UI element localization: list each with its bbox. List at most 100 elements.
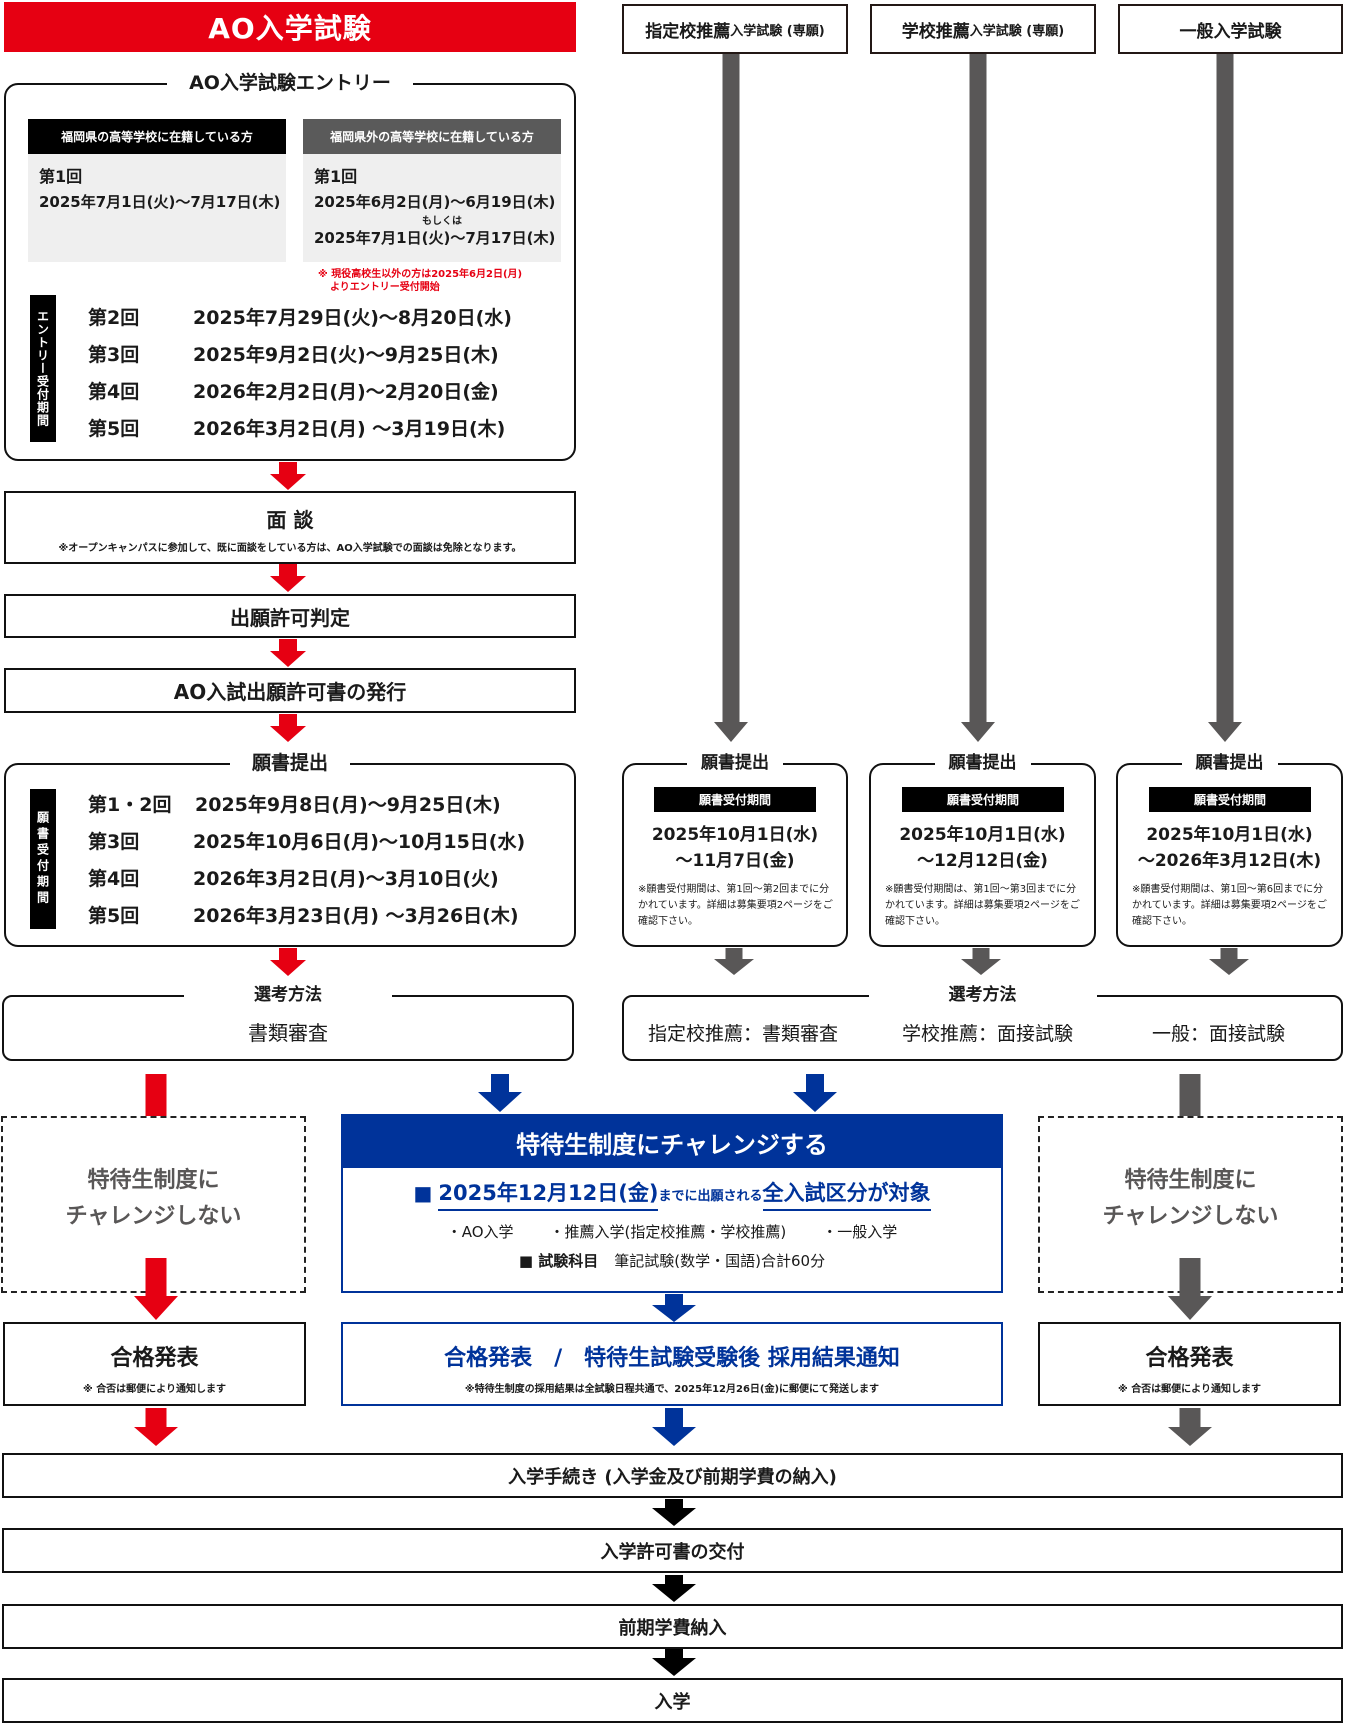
fukuoka-in-round: 第1回 <box>39 167 83 186</box>
final-step-enrollment-procedure: 入学手続き (入学金及び前期学費の納入) <box>2 1453 1343 1498</box>
fukuoka-in-header: 福岡県の高等学校に在籍している方 <box>28 119 286 154</box>
ao-entry-panel: AO入学試験エントリー 福岡県の高等学校に在籍している方 第1回 2025年7月… <box>4 69 576 461</box>
gray-arrow-down <box>1208 54 1242 742</box>
ao-entry-label: AO入学試験エントリー <box>167 69 413 97</box>
school-recommend-header: 学校推薦入学試験 (専願) <box>870 4 1096 54</box>
black-arrow-down <box>652 1649 696 1677</box>
challenge-title: 特待生制度にチャレンジする <box>343 1116 1001 1168</box>
designated-application-note: ※願書受付期間は、第1回～第2回までに分かれています。詳細は募集要項2ページをご… <box>638 884 833 927</box>
red-arrow-down <box>134 1258 178 1320</box>
application-round-row: 第3回 2025年10月6日(月)～10月15日(水) <box>88 827 525 854</box>
application-round-name: 第4回 <box>88 868 140 890</box>
result-title-left: 合格発表 <box>110 1346 199 1371</box>
blue-arrow-down <box>652 1408 696 1448</box>
blue-arrow-down <box>793 1074 837 1114</box>
general-application-label-wrap: 願書提出 <box>1118 749 1341 777</box>
challenge-deadline-row: ■ 2025年12月12日(金) までに出願される 全入試区分が対象 <box>343 1177 1001 1211</box>
school-date-line2: ～12月12日(金) <box>917 851 1048 871</box>
ao-application-panel: 願書提出 願書受付期間 第1・2回 2025年9月8日(月)～9月25日(木) … <box>4 749 576 947</box>
gray-arrow-down <box>961 54 995 742</box>
entry-round-row: 第4回 2026年2月2日(月)～2月20日(金) <box>88 377 499 404</box>
general-exam-header: 一般入学試験 <box>1118 4 1343 54</box>
final-step-enrollment: 入学 <box>2 1678 1343 1723</box>
application-round-row: 第5回 2026年3月23日(月) ～3月26日(木) <box>88 901 519 928</box>
general-date-line2: ～2026年3月12日(木) <box>1137 851 1322 871</box>
ao-exam-title: AO入学試験 <box>4 2 576 52</box>
entry-round-dates: 2026年2月2日(月)～2月20日(金) <box>193 381 499 403</box>
challenge-category: ・AO入学 <box>446 1223 514 1241</box>
fukuoka-out-card: 福岡県外の高等学校に在籍している方 第1回 2025年6月2日(月)～6月19日… <box>303 119 561 262</box>
right-selection-label-wrap: 選考方法 <box>624 981 1341 1009</box>
designated-application-label: 願書提出 <box>687 749 783 777</box>
entry-round-row: 第5回 2026年3月2日(月) ～3月19日(木) <box>88 414 505 441</box>
final-step-text: 前期学費納入 <box>618 1617 727 1639</box>
entry-round-row: 第2回 2025年7月29日(火)～8月20日(水) <box>88 303 512 330</box>
application-period-label: 願書受付期間 <box>30 789 56 929</box>
general-date-line1: 2025年10月1日(水) <box>1146 825 1313 845</box>
no-challenge-line1: 特待生制度に <box>1124 1167 1257 1193</box>
designated-application-panel: 願書提出 願書受付期間 2025年10月1日(水) ～11月7日(金) ※願書受… <box>622 749 848 947</box>
result-title-right: 合格発表 <box>1145 1346 1234 1371</box>
ao-selection-label: 選考方法 <box>184 981 392 1009</box>
entry-note: ※ 現役高校生以外の方は2025年6月2日(月) よりエントリー受付開始 <box>318 268 522 294</box>
result-box-right: 合格発表 ※ 合否は郵便により通知します <box>1038 1322 1341 1406</box>
application-round-name: 第1・2回 <box>88 794 172 816</box>
black-arrow-down <box>652 1575 696 1603</box>
ao-selection-label-wrap: 選考方法 <box>4 981 572 1009</box>
right-selection-panel: 選考方法 指定校推薦：書類審査 学校推薦：面接試験 一般：面接試験 <box>622 981 1343 1061</box>
red-arrow-down <box>270 714 306 742</box>
general-exam-title: 一般入学試験 <box>1179 21 1282 42</box>
gray-arrow-down <box>714 54 748 742</box>
designated-school-subtitle: 入学試験 (専願) <box>730 23 825 39</box>
fukuoka-out-dates-a: 2025年6月2日(月)～6月19日(木) <box>314 193 556 211</box>
gray-arrow-down <box>1168 1408 1212 1448</box>
fukuoka-out-round: 第1回 <box>314 167 358 186</box>
red-arrow-down <box>270 564 306 592</box>
final-step-text: 入学 <box>654 1691 691 1713</box>
fukuoka-in-card: 福岡県の高等学校に在籍している方 第1回 2025年7月1日(火)～7月17日(… <box>28 119 286 262</box>
challenge-deadline: 2025年12月12日(金) <box>438 1177 659 1211</box>
red-arrow-down <box>270 639 306 667</box>
final-step-text: 入学許可書の交付 <box>600 1541 745 1563</box>
result-title-center: 合格発表 / 特待生試験受験後 採用結果通知 <box>444 1346 900 1371</box>
school-recommend-title: 学校推薦 <box>901 21 970 42</box>
final-step-text: 入学手続き (入学金及び前期学費の納入) <box>508 1466 837 1488</box>
school-application-label: 願書提出 <box>934 749 1031 777</box>
gray-arrow-down <box>961 948 1001 976</box>
application-round-row: 第4回 2026年3月2日(月)～3月10日(火) <box>88 864 499 891</box>
result-note-left: ※ 合否は郵便により通知します <box>82 1384 226 1395</box>
challenge-category: ・一般入学 <box>822 1223 898 1241</box>
challenge-categories: ・AO入学 ・推薦入学(指定校推薦・学校推薦) ・一般入学 <box>343 1221 1001 1242</box>
application-round-row: 第1・2回 2025年9月8日(月)～9月25日(木) <box>88 790 501 817</box>
fukuoka-out-or: もしくは <box>422 216 462 227</box>
designated-date-line1: 2025年10月1日(水) <box>651 825 819 845</box>
fukuoka-out-header: 福岡県外の高等学校に在籍している方 <box>303 119 561 154</box>
ao-entry-label-wrap: AO入学試験エントリー <box>6 69 574 97</box>
challenge-box: 特待生制度にチャレンジする ■ 2025年12月12日(金) までに出願される … <box>341 1114 1003 1293</box>
gray-arrow-down <box>714 948 754 976</box>
entry-round-name: 第4回 <box>88 381 140 403</box>
entry-round-name: 第5回 <box>88 418 140 440</box>
school-recommend-subtitle: 入学試験 (専願) <box>969 23 1065 39</box>
permission-issue-box: AO入試出願許可書の発行 <box>4 668 576 713</box>
school-application-label-wrap: 願書提出 <box>871 749 1094 777</box>
application-round-dates: 2025年9月8日(月)～9月25日(木) <box>195 794 501 816</box>
challenge-subject-row: ■ 試験科目 筆記試験(数学・国語)合計60分 <box>343 1250 1001 1271</box>
challenge-subject: 筆記試験(数学・国語)合計60分 <box>614 1252 826 1270</box>
general-period-label: 願書受付期間 <box>1149 787 1311 812</box>
interview-note: ※オープンキャンパスに参加して、既に面談をしている方は、AO入学試験での面談は免… <box>58 543 522 554</box>
blue-arrow-down <box>652 1294 696 1322</box>
designated-school-header: 指定校推薦入学試験 (専願) <box>622 4 848 54</box>
result-box-center: 合格発表 / 特待生試験受験後 採用結果通知 ※特待生制度の採用結果は全試験日程… <box>341 1322 1003 1406</box>
entry-round-name: 第3回 <box>88 344 140 366</box>
ao-application-label: 願書提出 <box>229 749 350 777</box>
result-box-left: 合格発表 ※ 合否は郵便により通知します <box>3 1322 306 1406</box>
interview-title: 面 談 <box>266 508 314 532</box>
right-selection-label: 選考方法 <box>868 981 1097 1009</box>
application-round-dates: 2025年10月6日(月)～10月15日(水) <box>193 831 526 853</box>
no-challenge-line2: チャレンジしない <box>1102 1203 1279 1229</box>
school-date-line1: 2025年10月1日(水) <box>899 825 1066 845</box>
right-selection-method: 指定校推薦：書類審査 <box>648 1023 839 1045</box>
blue-arrow-down <box>478 1074 522 1114</box>
application-round-dates: 2026年3月23日(月) ～3月26日(木) <box>193 905 519 927</box>
